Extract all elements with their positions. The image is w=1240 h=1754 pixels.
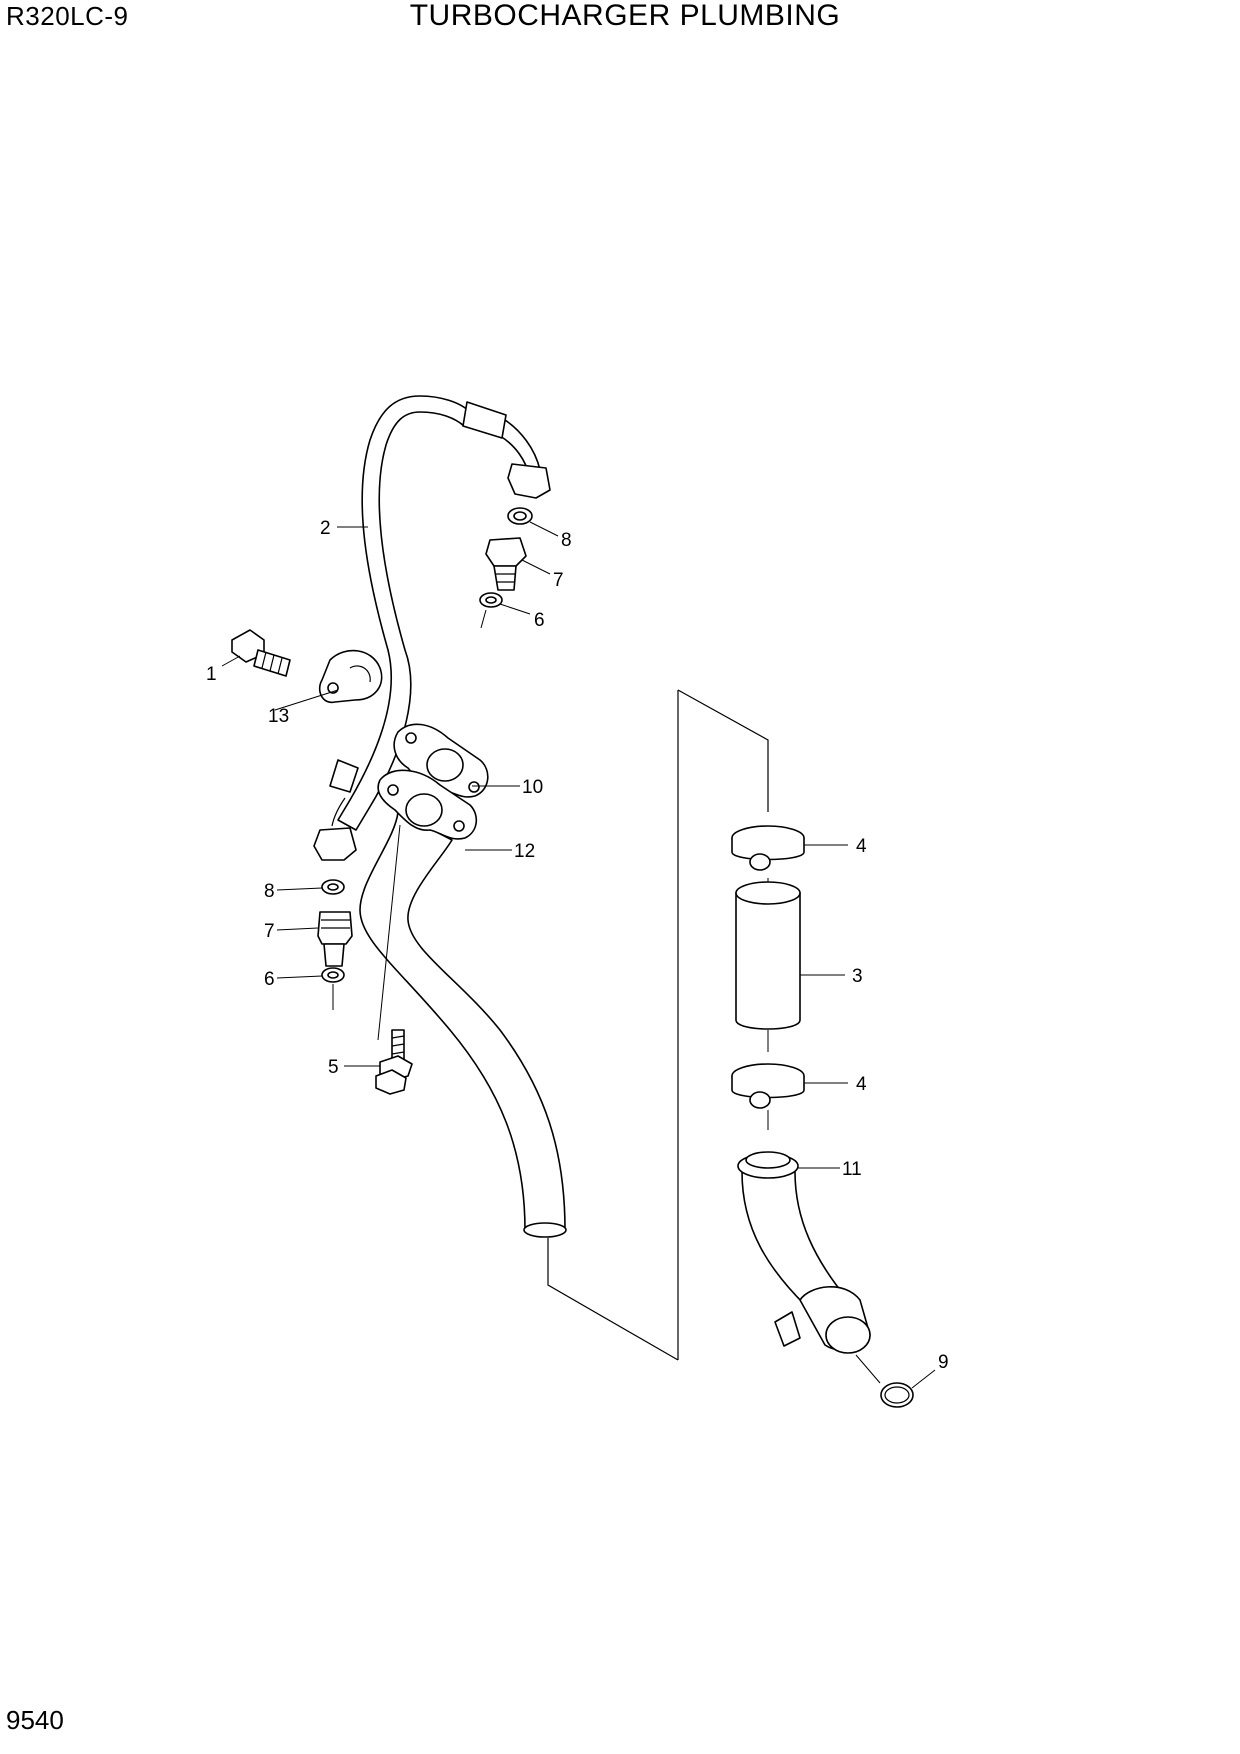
hose-clamp-lower xyxy=(731,1063,805,1109)
adapter-lower xyxy=(317,911,353,967)
callout-8-lower: 8 xyxy=(264,881,275,902)
model-code: R320LC-9 xyxy=(6,1,129,31)
callout-2: 2 xyxy=(320,518,331,539)
elbow-pipe xyxy=(737,1151,871,1354)
hose-clamp-upper xyxy=(731,825,805,871)
adapter-upper xyxy=(485,537,527,591)
pipe-clip xyxy=(318,649,383,704)
callout-4-lower: 4 xyxy=(856,1074,867,1095)
hose xyxy=(735,881,801,1030)
callout-9: 9 xyxy=(938,1352,949,1373)
page-title: TURBOCHARGER PLUMBING xyxy=(409,0,841,32)
callout-1: 1 xyxy=(206,664,217,685)
oil-feed-pipe xyxy=(313,395,551,861)
bolt xyxy=(231,629,291,677)
callout-3: 3 xyxy=(852,966,863,987)
oil-return-pipe xyxy=(359,769,567,1238)
page-number: 9540 xyxy=(6,1705,64,1735)
leader-lines xyxy=(221,521,936,1389)
hex-nut-lower xyxy=(313,827,357,861)
hose-nut-lower xyxy=(329,759,359,793)
hose-nut-upper xyxy=(462,401,507,439)
callout-6-lower: 6 xyxy=(264,969,275,990)
callout-7-upper: 7 xyxy=(553,570,564,591)
flange-bolt xyxy=(375,1029,413,1095)
callout-10: 10 xyxy=(522,777,543,798)
callout-12: 12 xyxy=(514,841,535,862)
callout-13: 13 xyxy=(268,706,289,727)
callout-6-upper: 6 xyxy=(534,610,545,631)
callouts: 1 2 3 4 4 5 6 6 7 7 8 8 9 10 11 12 13 xyxy=(206,518,949,1373)
callout-7-lower: 7 xyxy=(264,921,275,942)
callout-4-upper: 4 xyxy=(856,836,867,857)
hex-nut-upper xyxy=(507,463,551,499)
callout-11: 11 xyxy=(842,1159,862,1180)
callout-8-upper: 8 xyxy=(561,530,572,551)
callout-5: 5 xyxy=(328,1057,339,1078)
